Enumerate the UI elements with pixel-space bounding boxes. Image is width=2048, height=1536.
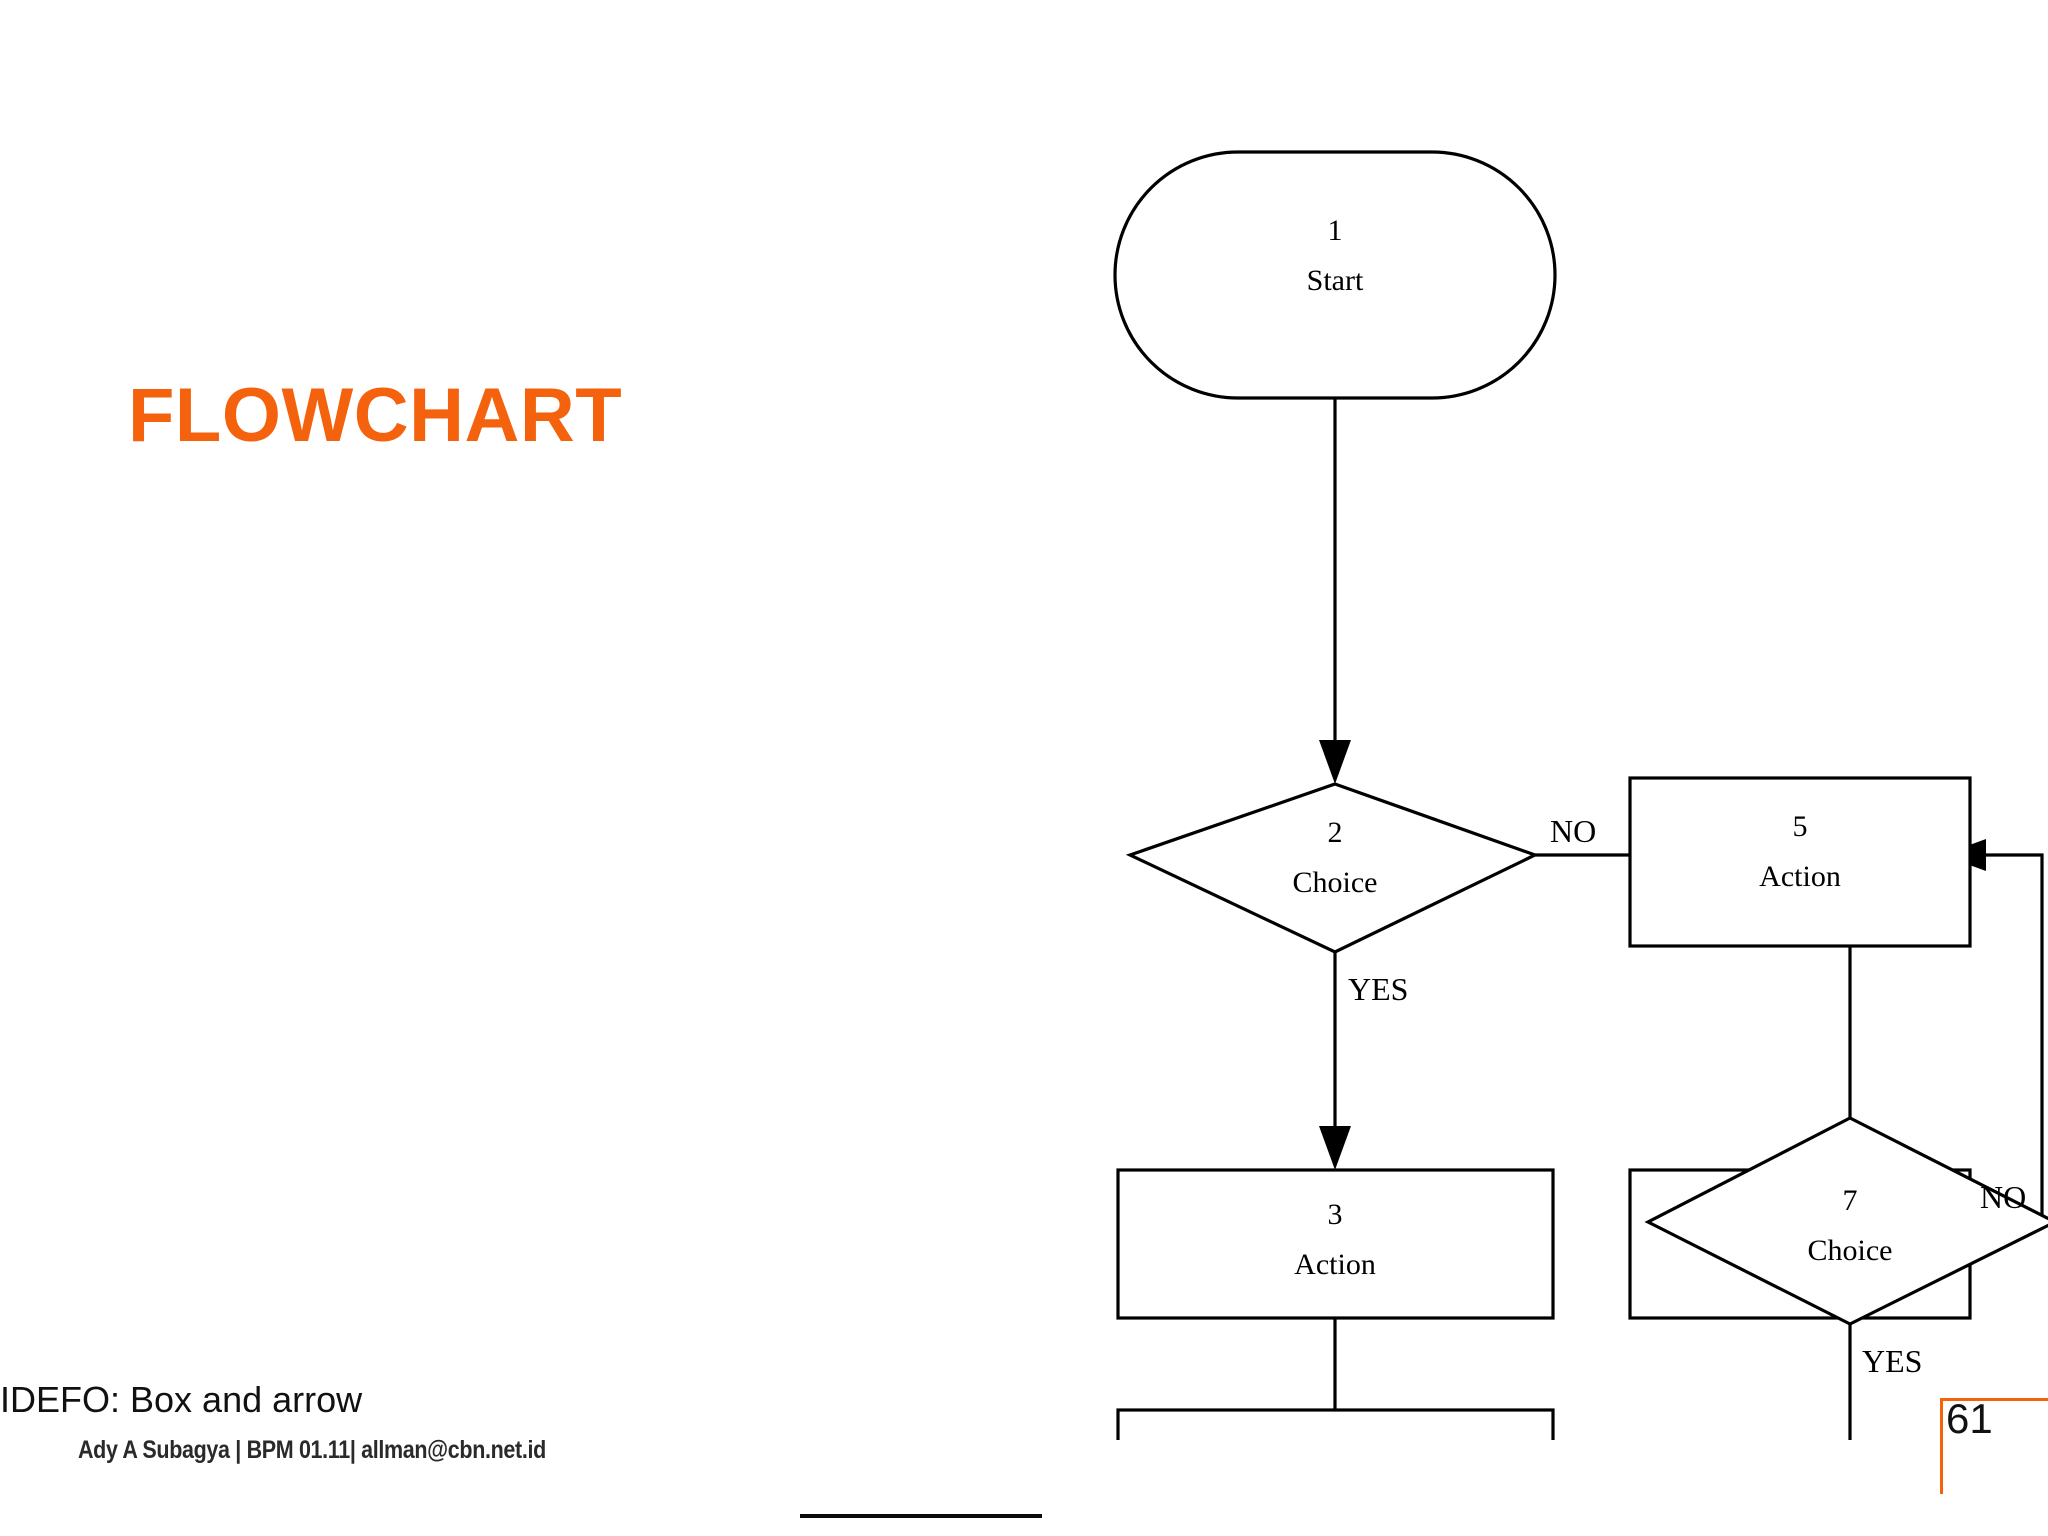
node-1-label: Start — [1307, 264, 1364, 297]
edge-label-7-no: NO — [1980, 1179, 2026, 1215]
edge-label-7-yes: YES — [1862, 1343, 1922, 1379]
node-4-action: 4 Action — [1116, 1408, 1555, 1440]
flowchart-diagram: 1 Start 2 Choice NO YES 3 Action 4 Actio… — [1113, 150, 2048, 1440]
edge-label-2-no: NO — [1550, 813, 1596, 849]
node-2-choice: 2 Choice NO YES — [1125, 782, 1596, 1007]
node-3-action: 3 Action — [1116, 1168, 1555, 1320]
node-2-number: 2 — [1328, 816, 1343, 849]
footer-left-label: IDEFO: Box and arrow — [0, 1379, 363, 1420]
edge-1-to-2 — [1319, 398, 1351, 784]
edge-7-to-8 — [1848, 1324, 1852, 1440]
page-number: 61 — [1946, 1395, 1993, 1442]
node-3-label: Action — [1294, 1248, 1376, 1281]
node-7-label: Choice — [1808, 1234, 1893, 1267]
node-2-label: Choice — [1293, 866, 1378, 899]
bottom-divider — [800, 1514, 1042, 1518]
node-5-number: 5 — [1793, 810, 1808, 843]
node-1-number: 1 — [1328, 214, 1343, 247]
page-number-rule-vertical — [1940, 1398, 1943, 1494]
node-1-start: 1 Start — [1113, 150, 1557, 400]
footer-credit: Ady A Subagya | BPM 01.11| allman@cbn.ne… — [78, 1436, 546, 1464]
edge-2-to-3 — [1319, 952, 1351, 1170]
node-7-number: 7 — [1843, 1184, 1858, 1217]
page-number-rule-horizontal — [1940, 1398, 2048, 1401]
node-5-action: 5 Action — [1628, 776, 1972, 948]
node-3-number: 3 — [1328, 1198, 1343, 1231]
page-title: FLOWCHART — [128, 373, 623, 458]
edge-label-2-yes: YES — [1348, 971, 1408, 1007]
node-7-choice: 7 Choice NO YES — [1644, 1116, 2048, 1379]
node-5-label: Action — [1759, 860, 1841, 893]
node-4-number: 4 — [1328, 1438, 1343, 1440]
